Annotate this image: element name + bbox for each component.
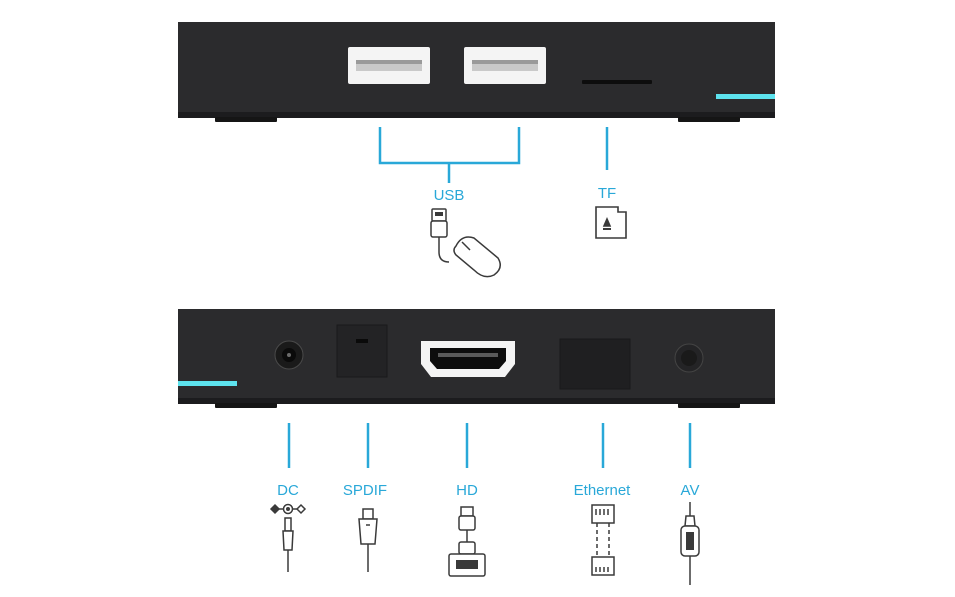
- spdif-port: [336, 324, 388, 378]
- dc-label: DC: [277, 482, 299, 499]
- dc-port: [274, 340, 304, 370]
- av-port: [674, 343, 704, 373]
- av-label: AV: [681, 482, 700, 499]
- usb-label: USB: [434, 187, 465, 204]
- tf-label: TF: [598, 185, 616, 202]
- tf-card-icon: [595, 206, 627, 239]
- hdmi-port: [421, 341, 515, 377]
- optical-plug-icon: [358, 508, 378, 572]
- bottom-device-foot-left: [215, 403, 277, 408]
- spdif-label: SPDIF: [343, 482, 387, 499]
- hdmi-cable-icon: [448, 506, 486, 577]
- bottom-callout-lines: [287, 423, 692, 468]
- ethernet-port: [559, 338, 631, 390]
- usb-port-1: [348, 47, 430, 84]
- av-jack-plug-icon: [680, 502, 700, 585]
- bottom-device-bottom-edge: [178, 398, 775, 404]
- ethernet-label: Ethernet: [574, 482, 632, 499]
- hd-label: HD: [456, 482, 478, 499]
- top-device-panel: [178, 22, 775, 122]
- usb-plug-and-mouse-icon: [430, 208, 501, 278]
- top-device-foot-right: [678, 117, 740, 122]
- tf-card-slot: [582, 80, 652, 84]
- usb-port-2: [464, 47, 546, 84]
- ethernet-cable-icon: [591, 504, 615, 576]
- top-device-bottom-edge: [178, 112, 775, 118]
- bottom-device-foot-right: [678, 403, 740, 408]
- bottom-led-strip: [178, 381, 237, 386]
- bottom-device-panel: [178, 309, 775, 408]
- usb-callout-line: [378, 127, 521, 183]
- dc-barrel-plug-icon: [269, 503, 307, 572]
- top-led-strip: [716, 94, 775, 99]
- top-device-foot-left: [215, 117, 277, 122]
